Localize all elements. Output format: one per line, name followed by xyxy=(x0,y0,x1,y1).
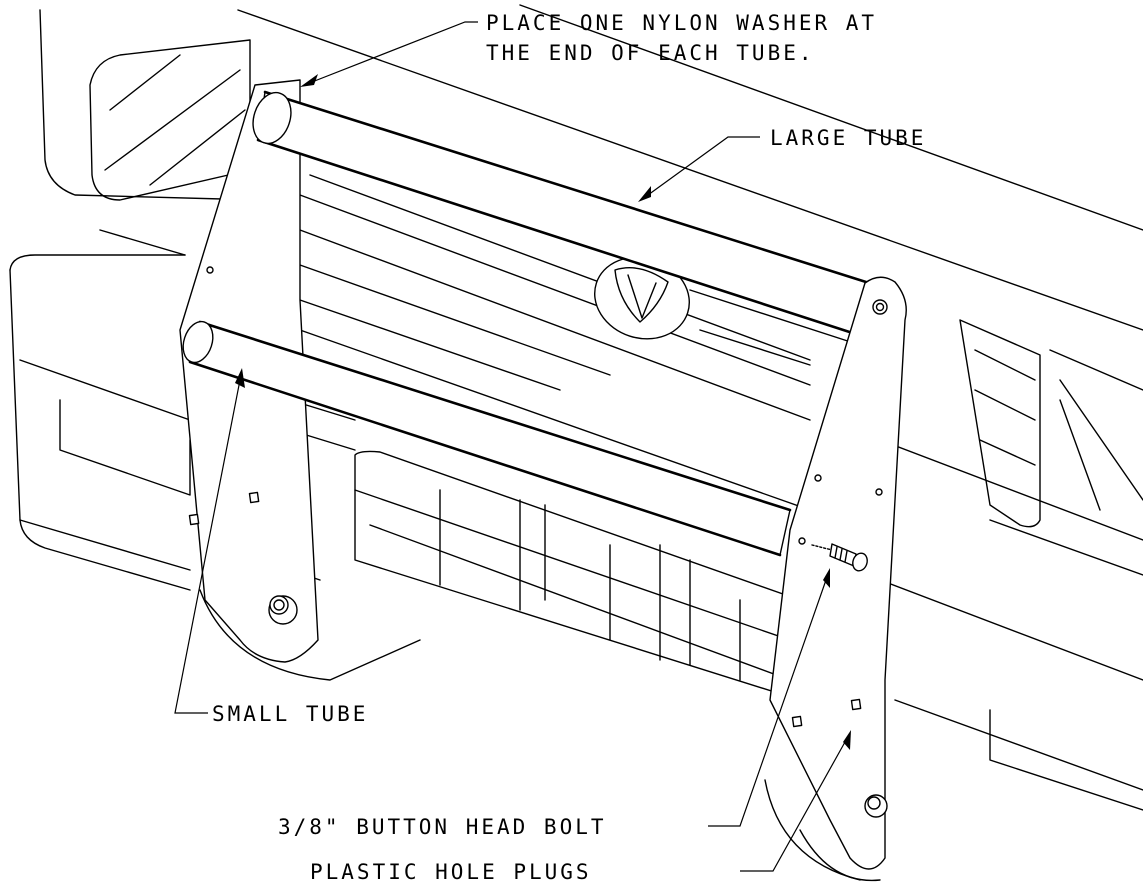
callouts: PLACE ONE NYLON WASHER AT THE END OF EAC… xyxy=(212,11,926,884)
leader-lines xyxy=(174,21,851,872)
right-upright-plate xyxy=(769,276,907,870)
bolt-label: 3/8" BUTTON HEAD BOLT xyxy=(278,815,607,839)
button-head-bolt xyxy=(811,543,868,572)
washer-note-line1: PLACE ONE NYLON WASHER AT xyxy=(486,11,877,35)
hole-plugs-label: PLASTIC HOLE PLUGS xyxy=(310,860,592,884)
small-tube-label: SMALL TUBE xyxy=(212,702,368,726)
large-tube-label: LARGE TUBE xyxy=(770,126,926,150)
small-tube xyxy=(182,320,792,557)
washer-note-line2: THE END OF EACH TUBE. xyxy=(486,41,815,65)
truck-body xyxy=(9,4,1143,882)
